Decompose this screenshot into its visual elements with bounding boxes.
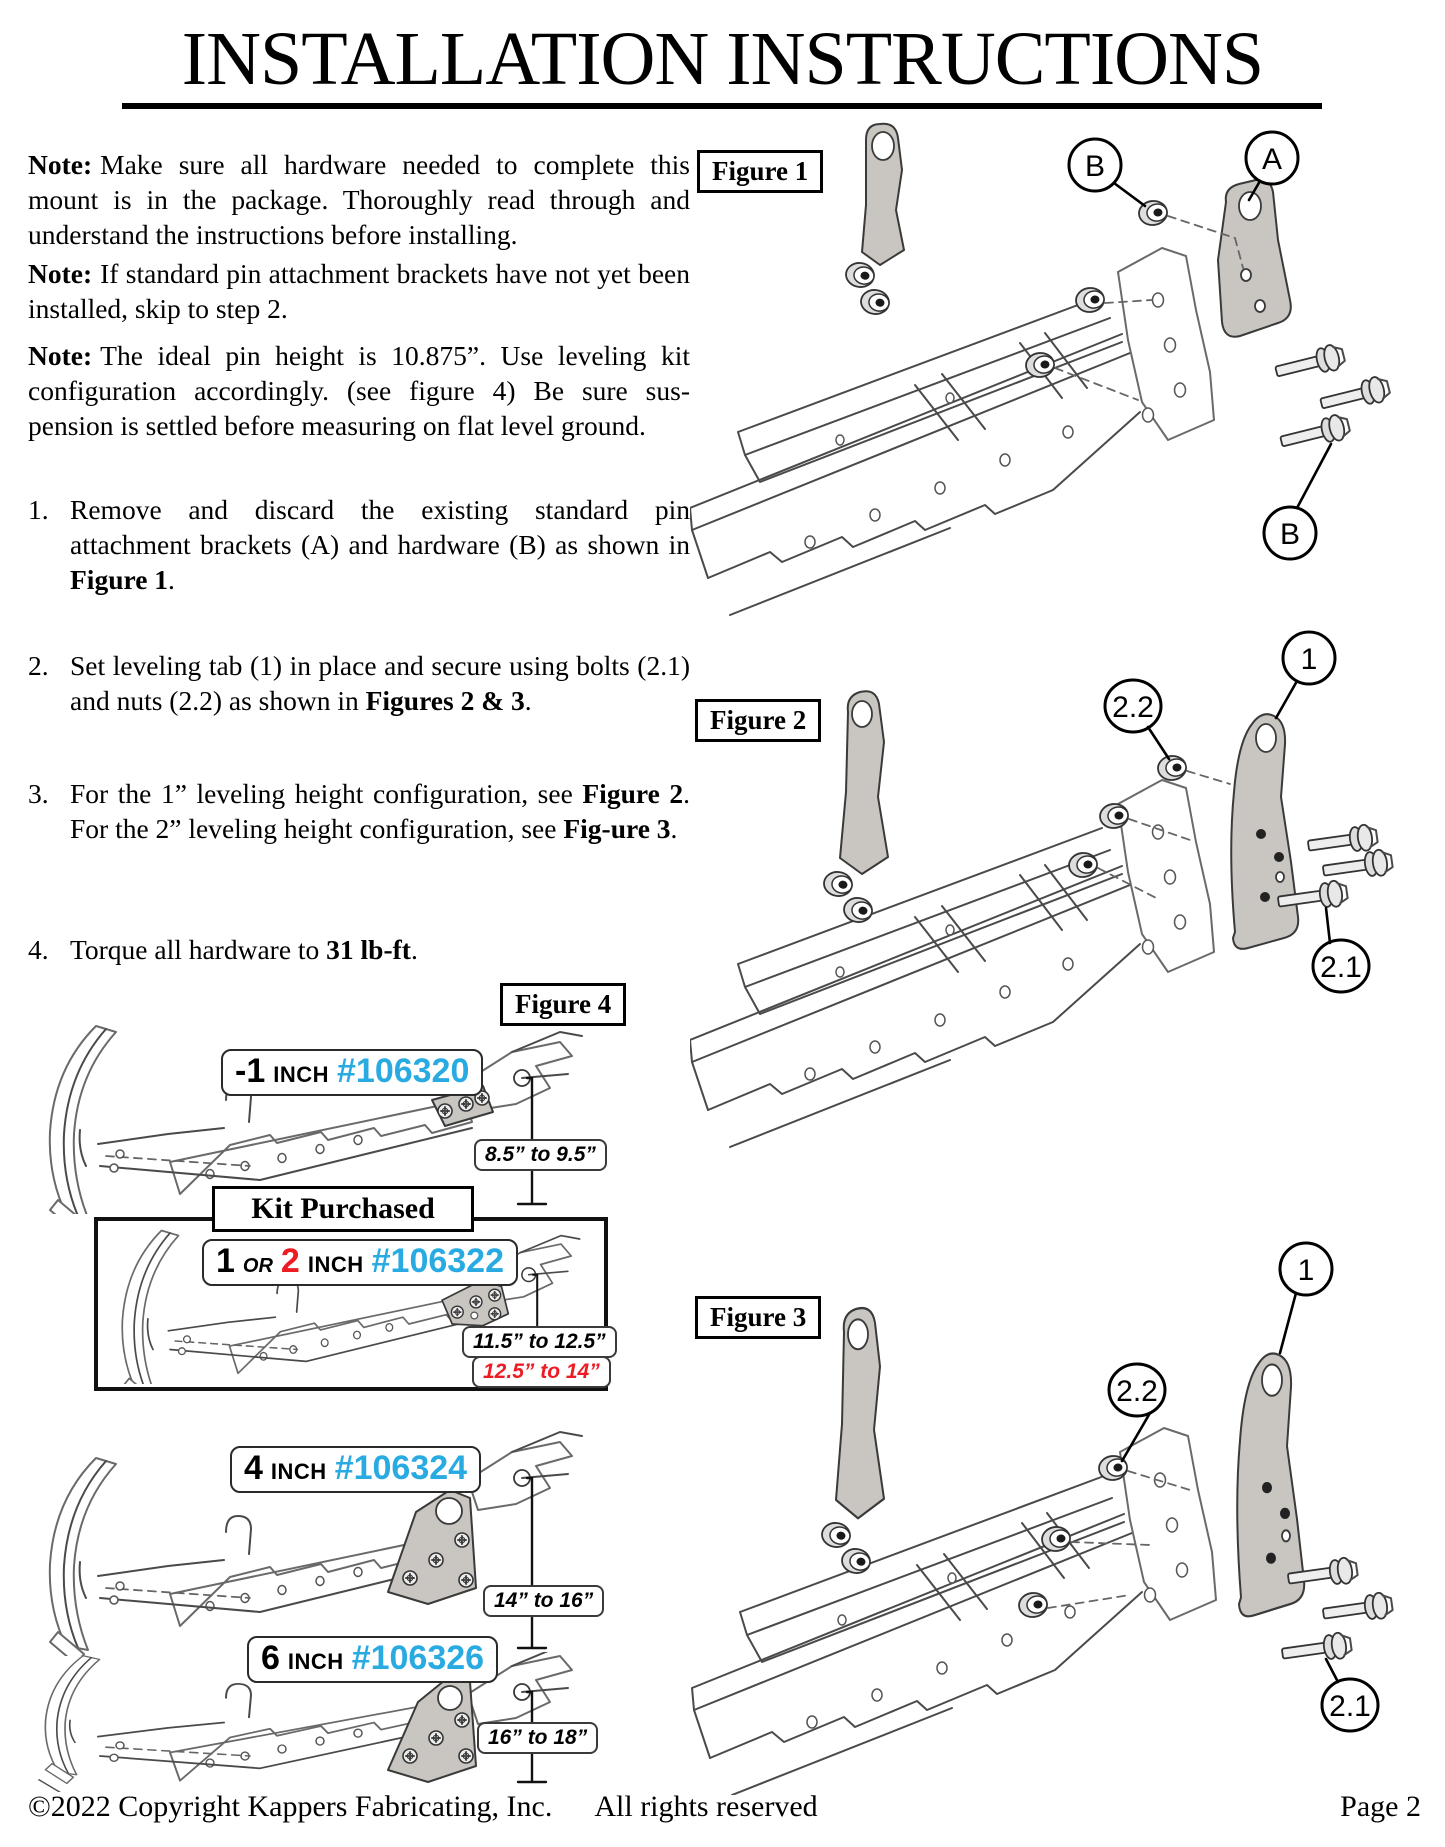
step-item-3: 3. For the 1” leveling height configurati…	[28, 776, 690, 846]
kit-size: 6	[261, 1639, 280, 1677]
note-paragraph-3: Note:The ideal pin height is 10.875”. Us…	[28, 338, 690, 443]
svg-text:B: B	[1280, 518, 1300, 551]
gusset-6inch	[387, 1675, 477, 1783]
kit-or: OR	[242, 1255, 273, 1277]
frame-tower	[835, 1306, 885, 1520]
part-number: #106326	[351, 1639, 485, 1677]
title-underline	[122, 103, 1322, 109]
note-paragraph-1: Note:Make sure all hardware needed to co…	[28, 147, 690, 252]
pin-attachment-bracket-a	[1217, 178, 1292, 338]
part-number: #106320	[337, 1052, 470, 1090]
callout-a: A	[1244, 130, 1300, 202]
flange-nut	[1016, 1590, 1050, 1620]
figure1-label: Figure 1	[697, 150, 824, 193]
svg-text:2.2: 2.2	[1116, 1375, 1158, 1408]
flange-bolt	[1320, 1590, 1395, 1628]
figure4-minus1-inch-drawing	[41, 1025, 583, 1214]
kit-variant-label-4inch: 4 INCH #106324	[230, 1446, 482, 1493]
figure2-frame-drawing: 2.2 1 2.1	[690, 630, 1395, 1148]
flange-nut	[1073, 285, 1107, 315]
note-text: If standard pin attachment brackets have…	[28, 258, 690, 324]
kit-unit: INCH	[273, 1062, 330, 1087]
range-badge: 11.5” to 12.5”	[462, 1326, 617, 1358]
footer-page-number: Page 2	[1340, 1790, 1421, 1823]
figure3-label: Figure 3	[695, 1296, 822, 1339]
note-label: Note:	[28, 149, 93, 180]
kit-size: -1	[235, 1052, 266, 1090]
kit-unit: INCH	[287, 1649, 344, 1674]
callout-2-2: 2.2	[1103, 678, 1171, 761]
part-number: #106322	[371, 1242, 504, 1280]
gusset-4inch	[387, 1489, 477, 1605]
svg-text:2.2: 2.2	[1112, 691, 1154, 724]
range-badge: 16” to 18”	[477, 1722, 599, 1754]
callout-1: 1	[1274, 630, 1337, 720]
svg-text:2.1: 2.1	[1329, 1690, 1371, 1723]
svg-text:A: A	[1262, 143, 1282, 176]
step-number: 4.	[28, 934, 49, 965]
flange-nut	[839, 1546, 873, 1576]
step-item-1: 1. Remove and discard the existing standa…	[28, 492, 690, 597]
step-text: Remove and discard the existing standard…	[70, 494, 690, 595]
range-badge: 14” to 16”	[483, 1585, 605, 1617]
kit-unit: INCH	[307, 1252, 364, 1277]
flange-bolt	[1277, 411, 1353, 456]
kit-variant-label-6inch: 6 INCH #106326	[247, 1636, 499, 1683]
figure2-label: Figure 2	[695, 699, 822, 742]
kit-size: 1	[216, 1242, 235, 1280]
kit-unit: INCH	[270, 1459, 327, 1484]
frame-tower	[843, 122, 905, 317]
step-text: Set leveling tab (1) in place and secure…	[70, 650, 690, 716]
part-number: #106324	[334, 1449, 468, 1487]
callout-2-1: 2.1	[1320, 1657, 1380, 1733]
callout-b-top: B	[1067, 137, 1147, 208]
range-badge: 8.5” to 9.5”	[474, 1139, 607, 1171]
flange-bolt	[1317, 373, 1393, 418]
step-number: 3.	[28, 778, 49, 809]
range-badge-red: 12.5” to 14”	[472, 1356, 611, 1388]
step-text: Torque all hardware to 31 lb-ft.	[70, 934, 418, 965]
svg-text:B: B	[1085, 150, 1105, 183]
kit-size-2: 2	[280, 1242, 300, 1280]
dimension-line	[516, 1476, 548, 1650]
step-item-2: 2. Set leveling tab (1) in place and secu…	[28, 648, 690, 718]
svg-text:1: 1	[1298, 1254, 1315, 1287]
flange-nut	[819, 1520, 853, 1550]
svg-text:2.1: 2.1	[1320, 951, 1362, 984]
kit-purchased-label: Kit Purchased	[212, 1186, 474, 1232]
flange-bolt	[1320, 847, 1395, 885]
leveling-tab	[1230, 713, 1300, 950]
kit-variant-label-minus1: -1 INCH #106320	[221, 1049, 484, 1096]
frame-tower	[821, 690, 889, 925]
note-text: The ideal pin height is 10.875”. Use lev…	[28, 340, 690, 441]
flange-nut	[1155, 753, 1189, 783]
step-number: 2.	[28, 650, 49, 681]
flange-bolt	[1279, 1630, 1354, 1668]
figure3-frame-drawing: 2.2 1 2.1	[691, 1241, 1395, 1795]
page-title: INSTALLATION INSTRUCTIONS	[181, 17, 1264, 101]
flange-nut	[1039, 1524, 1073, 1554]
kit-variant-label-1or2: 1 OR 2 INCH #106322	[202, 1239, 518, 1286]
note-label: Note:	[28, 258, 93, 289]
figure4-label: Figure 4	[500, 983, 627, 1026]
flange-bolt	[1272, 341, 1348, 386]
step-item-4: 4. Torque all hardware to 31 lb-ft.	[28, 932, 690, 967]
kit-size: 4	[244, 1449, 263, 1487]
note-label: Note:	[28, 340, 93, 371]
note-text: Make sure all hardware needed to complet…	[28, 149, 690, 250]
footer-copyright: ©2022 Copyright Kappers Fabricating, Inc…	[28, 1790, 818, 1823]
figure4-4-inch-drawing	[41, 1431, 583, 1656]
callout-1: 1	[1278, 1241, 1334, 1355]
callout-2-1: 2.1	[1311, 906, 1371, 994]
svg-text:1: 1	[1301, 643, 1318, 676]
note-paragraph-2: Note:If standard pin attachment brackets…	[28, 256, 690, 326]
callout-2-2: 2.2	[1107, 1362, 1167, 1463]
figure1-frame-drawing: B A B	[690, 122, 1393, 616]
callout-b-bottom: B	[1262, 442, 1333, 561]
step-number: 1.	[28, 494, 49, 525]
step-text: For the 1” leveling height configuration…	[70, 778, 690, 844]
